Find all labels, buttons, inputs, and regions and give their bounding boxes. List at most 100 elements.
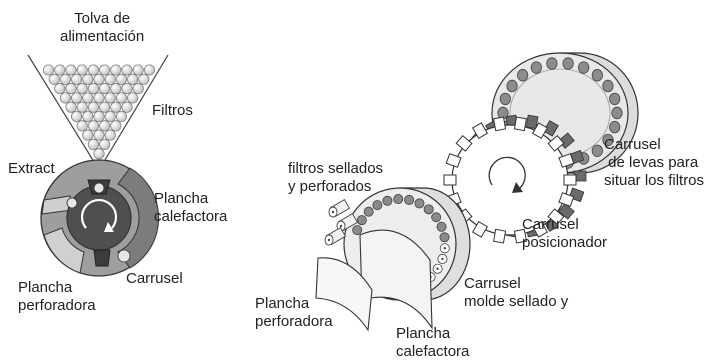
hopper-filter bbox=[71, 93, 81, 103]
cam-hole bbox=[603, 80, 613, 92]
gear-tooth bbox=[514, 117, 526, 131]
hopper-filter bbox=[88, 83, 98, 93]
hopper-filter bbox=[111, 121, 121, 131]
hopper-filter bbox=[111, 83, 121, 93]
cam-hole bbox=[507, 80, 517, 92]
mold-hole bbox=[437, 222, 446, 231]
punching-plate-left-label: Plancha perforadora bbox=[18, 279, 96, 315]
extract-label: Extract bbox=[8, 160, 55, 178]
hopper-filter bbox=[99, 65, 109, 75]
cam-hole bbox=[592, 145, 602, 157]
sealed-filters-label: filtros sellados y perforados bbox=[288, 160, 383, 196]
mold-hole bbox=[373, 200, 382, 209]
hopper-filter bbox=[99, 121, 109, 131]
hopper-filter bbox=[83, 93, 93, 103]
hopper-filter bbox=[83, 74, 93, 84]
hopper-filter bbox=[43, 65, 53, 75]
hopper-filter bbox=[83, 130, 93, 140]
mold-hole bbox=[357, 216, 366, 225]
cam-hole bbox=[563, 58, 573, 70]
hopper-filter bbox=[71, 111, 81, 121]
mold-hole bbox=[353, 225, 362, 234]
cam-hole bbox=[531, 62, 541, 74]
hopper-filter bbox=[77, 102, 87, 112]
hopper bbox=[28, 55, 168, 165]
gear-tooth bbox=[494, 117, 506, 131]
hopper-filter bbox=[144, 65, 154, 75]
mold-hole bbox=[415, 199, 424, 208]
hopper-filter bbox=[66, 65, 76, 75]
hopper-filter bbox=[127, 93, 137, 103]
sealed-filter bbox=[325, 228, 345, 245]
hopper-filter bbox=[94, 130, 104, 140]
hopper-filter bbox=[111, 102, 121, 112]
hopper-filter bbox=[122, 83, 132, 93]
cam-hole bbox=[592, 69, 602, 81]
hopper-filter bbox=[94, 93, 104, 103]
hopper-filter bbox=[77, 65, 87, 75]
hopper-filter bbox=[116, 93, 126, 103]
mold-hole bbox=[424, 205, 433, 214]
sealed-filter bbox=[329, 200, 349, 217]
hopper-filter bbox=[94, 111, 104, 121]
hopper-filter bbox=[133, 65, 143, 75]
hopper-filters bbox=[43, 65, 154, 159]
hopper-filter bbox=[94, 149, 104, 159]
carousel-left-label: Carrusel bbox=[126, 270, 183, 288]
hopper-filter bbox=[49, 74, 59, 84]
hopper-filter bbox=[88, 139, 98, 149]
hopper-filter bbox=[105, 130, 115, 140]
hopper-filter bbox=[66, 83, 76, 93]
left-carousel bbox=[41, 160, 159, 276]
mold-hole bbox=[405, 195, 414, 204]
mold-hole bbox=[383, 196, 392, 205]
hopper-filter bbox=[105, 93, 115, 103]
mold-hole bbox=[432, 213, 441, 222]
hopper-filter bbox=[60, 93, 70, 103]
hopper-filter bbox=[88, 121, 98, 131]
cam-carousel-label: Carrusel de levas para situar los filtro… bbox=[604, 136, 704, 190]
heating-plate-right-label: Plancha calefactora bbox=[396, 325, 469, 361]
hopper-filter bbox=[55, 65, 65, 75]
hopper-label: Tolva de alimentación bbox=[60, 10, 144, 46]
gear-tooth bbox=[444, 175, 456, 185]
hopper-filter bbox=[83, 111, 93, 121]
cam-hole bbox=[612, 107, 622, 119]
hopper-filter bbox=[60, 74, 70, 84]
cam-hole bbox=[609, 121, 619, 133]
mold-hole bbox=[364, 207, 373, 216]
hopper-filter bbox=[127, 74, 137, 84]
hopper-filter bbox=[71, 74, 81, 84]
hopper-filter bbox=[77, 83, 87, 93]
hopper-filter bbox=[105, 74, 115, 84]
filters-label: Filtros bbox=[152, 102, 193, 120]
mold-hole bbox=[394, 194, 403, 203]
cam-hole bbox=[517, 69, 527, 81]
hopper-filter bbox=[105, 111, 115, 121]
hopper-filter bbox=[88, 102, 98, 112]
hopper-filter bbox=[133, 83, 143, 93]
hopper-filter bbox=[116, 74, 126, 84]
cam-hole bbox=[609, 93, 619, 105]
hopper-filter bbox=[88, 65, 98, 75]
hopper-filter bbox=[77, 121, 87, 131]
punching-plate-right-label: Plancha perforadora bbox=[255, 295, 333, 331]
positioner-carousel-label: Carrusel posicionador bbox=[522, 216, 607, 252]
hopper-filter bbox=[122, 65, 132, 75]
hopper-filter bbox=[111, 65, 121, 75]
cam-hole bbox=[578, 62, 588, 74]
molding-carousel-label: Carrusel molde sellado y bbox=[464, 275, 568, 311]
gear-tooth bbox=[494, 229, 506, 243]
hopper-filter bbox=[122, 102, 132, 112]
heating-plate-left-label: Plancha calefactora bbox=[154, 190, 227, 226]
cam-hole bbox=[547, 58, 557, 70]
hopper-filter bbox=[66, 102, 76, 112]
hopper-filter bbox=[139, 74, 149, 84]
hopper-filter bbox=[99, 139, 109, 149]
hopper-filter bbox=[116, 111, 126, 121]
hopper-filter bbox=[55, 83, 65, 93]
hopper-filter bbox=[99, 102, 109, 112]
cam-hole bbox=[500, 93, 510, 105]
gear-tooth bbox=[564, 175, 576, 185]
